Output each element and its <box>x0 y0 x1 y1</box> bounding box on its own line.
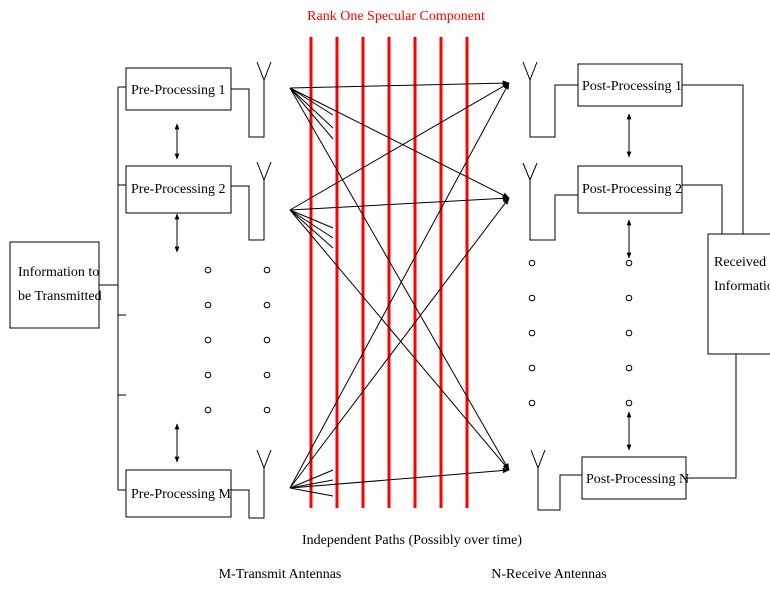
sink-label-2: Information <box>714 279 770 294</box>
rx-caption: N-Receive Antennas <box>491 567 606 582</box>
specular-title: Rank One Specular Component <box>307 9 485 24</box>
post-block-n-label: Post-Processing N <box>586 472 689 487</box>
source-block: Information to be Transmitted <box>9 241 102 329</box>
rx-antennas <box>522 61 582 511</box>
source-bus <box>99 86 126 491</box>
ellipsis-dots <box>204 259 633 414</box>
post-block-n: Post-Processing N <box>581 456 689 500</box>
sink-block: Received Information <box>707 233 770 355</box>
sink-connections <box>682 84 744 479</box>
tx-antennas <box>231 61 272 519</box>
pre-block-1-label: Pre-Processing 1 <box>131 83 226 98</box>
specular-lines <box>309 37 469 508</box>
propagation-paths <box>289 80 510 497</box>
pre-block-1: Pre-Processing 1 <box>125 67 232 111</box>
post-block-1: Post-Processing 1 <box>577 63 683 107</box>
pre-block-2-label: Pre-Processing 2 <box>131 182 226 197</box>
post-block-2: Post-Processing 2 <box>577 165 683 214</box>
paths-caption: Independent Paths (Possibly over time) <box>302 533 522 548</box>
pre-block-2: Pre-Processing 2 <box>125 165 232 214</box>
post-block-2-label: Post-Processing 2 <box>582 182 682 197</box>
pre-block-m: Pre-Processing M <box>125 469 232 518</box>
pre-block-m-label: Pre-Processing M <box>131 487 231 502</box>
post-block-1-label: Post-Processing 1 <box>582 79 682 94</box>
sink-label-1: Received <box>714 255 766 270</box>
source-label-1: Information to <box>18 265 99 280</box>
tx-caption: M-Transmit Antennas <box>219 567 342 582</box>
source-label-2: be Transmitted <box>18 289 102 304</box>
